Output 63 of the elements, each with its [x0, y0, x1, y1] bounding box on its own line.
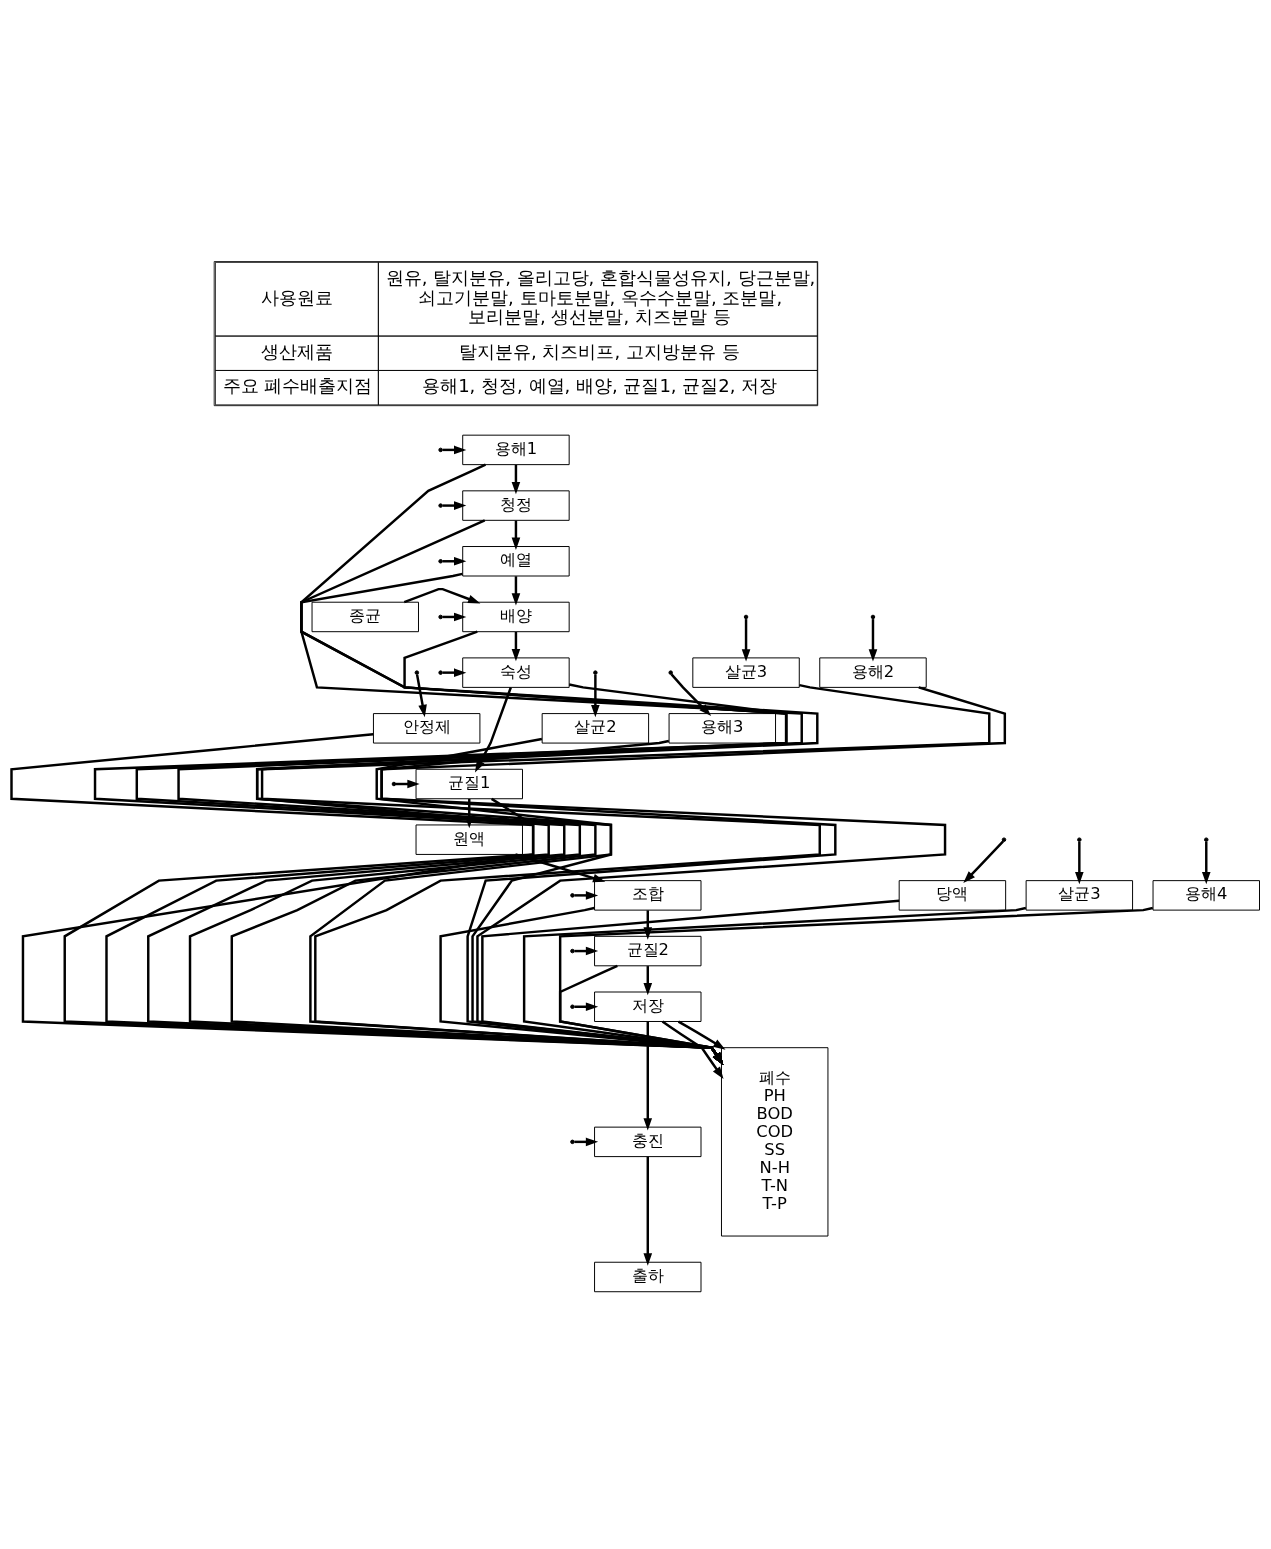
node-box: 충진 [594, 1126, 702, 1157]
node-box: 청정 [462, 489, 570, 521]
arrow [511, 575, 521, 606]
arrow [643, 965, 653, 995]
arrow [643, 1021, 653, 1131]
label: 생산제품 [260, 340, 333, 362]
arrow [439, 906, 724, 1065]
node-box: 출하 [594, 1261, 702, 1292]
arrow [558, 964, 724, 1065]
arrow [177, 518, 803, 1065]
arrow [522, 906, 1027, 1065]
arrow [963, 840, 1004, 883]
arrow [643, 1156, 653, 1266]
node-box: 살균3 [692, 656, 800, 688]
label: 주요 폐수배출지점 [222, 374, 373, 396]
arrow [868, 618, 878, 662]
arrow [591, 674, 600, 717]
node-box: 저장 [594, 991, 702, 1022]
node-box: 안정제 [372, 712, 481, 744]
arrow [464, 798, 474, 828]
node-box: 용해2 [819, 656, 927, 688]
arrow [511, 520, 521, 550]
label: 탈지분유, 치즈비프, 고지방분유 등 [459, 340, 740, 362]
arrow [403, 587, 481, 603]
node-box: 예열 [462, 545, 570, 576]
arrow [375, 737, 724, 1065]
node-box: 원액 [415, 823, 523, 855]
arrow [1201, 841, 1211, 884]
arrow [574, 890, 599, 900]
label: 사용원료 [260, 286, 333, 308]
arrow [511, 464, 521, 494]
node-box: 조합 [594, 879, 702, 911]
arrow [380, 739, 947, 1065]
node-box: 당액 [898, 879, 1007, 911]
arrow [415, 674, 427, 717]
node-box: 용해1 [462, 434, 570, 465]
arrow [1075, 841, 1084, 884]
node-box: 배양 [462, 601, 570, 632]
arrow [380, 685, 1007, 1065]
arrow [511, 631, 521, 661]
arrow [442, 667, 467, 677]
node-box: 종균 [311, 601, 419, 632]
node-box: 살균3 [1025, 879, 1134, 911]
arrow [677, 1020, 726, 1050]
arrow [670, 673, 712, 716]
arrow [661, 1020, 724, 1079]
arrow [741, 618, 751, 662]
arrow [21, 797, 724, 1065]
node-box: 폐수 PH BOD COD SS N-H T-N T-P [721, 1046, 829, 1237]
arrow [481, 899, 900, 1065]
label: 원유, 탈지분유, 올리고당, 혼합식물성유지, 당근분말, 쇠고기분말, 토마토분말, 옥수수분말, 조분말, 보리분말, 생선분말, 치즈분말 등 [385, 266, 816, 327]
node-box: 용해4 [1152, 879, 1260, 911]
arrow [558, 906, 1154, 1065]
label: 용해1, 청정, 예열, 배양, 균질1, 균질2, 저장 [422, 374, 778, 396]
node-box: 용해3 [668, 712, 776, 744]
arrow [442, 500, 467, 510]
node-box: 숙성 [462, 656, 570, 688]
arrow [515, 852, 606, 882]
node-box: 균질2 [594, 935, 702, 966]
node-box: 균질1 [415, 768, 523, 799]
arrow [10, 732, 724, 1065]
arrow [260, 683, 991, 1065]
node-box: 살균2 [541, 712, 650, 744]
